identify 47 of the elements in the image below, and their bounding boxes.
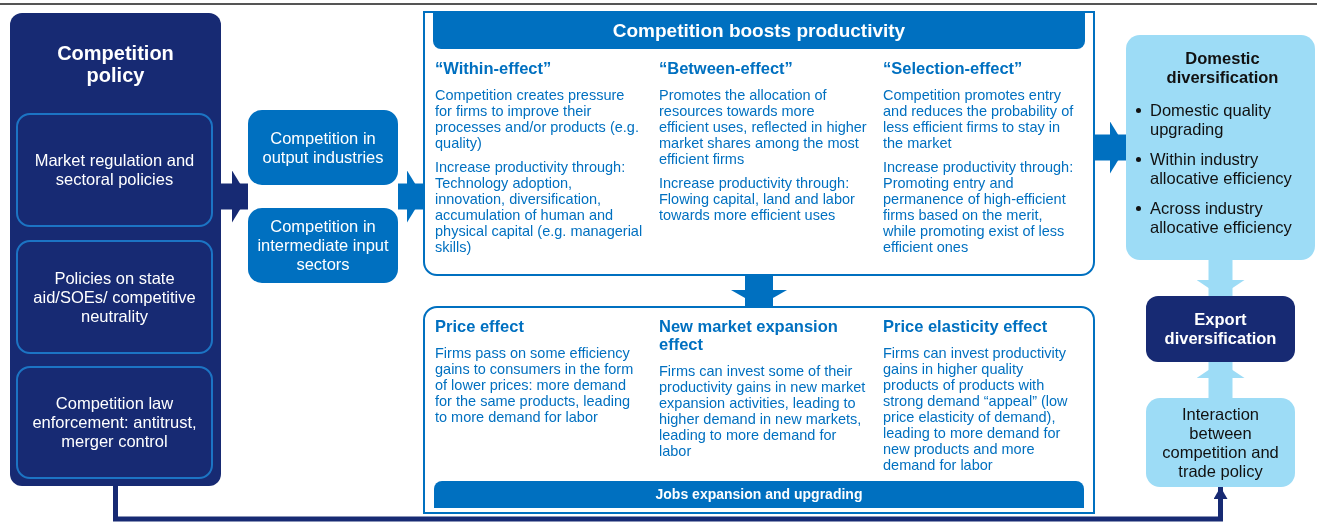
block-arrow (731, 276, 787, 306)
column-heading: “Within-effect” (435, 59, 553, 77)
box-heading: Domestic diversification (1165, 49, 1280, 87)
body-text: Increase productivity through: Technology adoption, innovation, diversification, accumulation of human and physical capital (e.g. managerial skills) (435, 159, 643, 255)
outcome-box (1126, 35, 1315, 260)
header-bar: Competition boosts productivity (433, 13, 1085, 49)
box-text: Market regulation and sectoral policies (33, 151, 196, 189)
policy-panel (10, 13, 221, 486)
body-text: Increase productivity through: Flowing capital, land and labor towards more efficient uses (659, 175, 856, 223)
process-box (1146, 398, 1295, 487)
policy-box (16, 240, 213, 354)
bullet-item: Domestic quality upgrading (1150, 101, 1273, 139)
policy-box (16, 366, 213, 479)
column-heading: New market expansion effect (659, 317, 839, 353)
body-text: Firms can invest productivity gains in higher quality products of products with strong demand “appeal” (low price elasticity of demand), leading to more demand for new products and more demand for labor (883, 345, 1069, 473)
panel-title: Competition policy (56, 42, 175, 86)
process-box (248, 208, 398, 283)
outcome-box (1146, 296, 1295, 362)
block-arrow (1095, 121, 1126, 174)
body-text: Increase productivity through: Promoting entry and permanence of high-efficient firms based on the merit, while promoting exist of less efficient ones (883, 159, 1075, 255)
effects-panel (423, 306, 1095, 514)
body-text: Firms can invest some of their productivity gains in new market expansion activities, leading to higher demand in new markets, leading to more demand for labor (659, 363, 867, 459)
box-text: Interaction between competition and trade policy (1161, 404, 1280, 481)
block-arrow (1196, 260, 1245, 296)
effects-panel (423, 11, 1095, 276)
box-text: Export diversification (1163, 310, 1278, 348)
block-arrow (1196, 362, 1245, 398)
bullet-item: Within industry allocative efficiency (1150, 150, 1293, 188)
body-text: Firms pass on some efficiency gains to consumers in the form of lower prices: more demand for the same products, leading to more demand for labor (435, 345, 635, 425)
box-text: Policies on state aid/SOEs/ competitive neutrality (32, 268, 197, 326)
column-heading: “Between-effect” (659, 59, 794, 77)
block-arrow (398, 170, 423, 223)
box-text: Competition in output industries (261, 128, 385, 167)
bullet-item: Across industry allocative efficiency (1150, 199, 1293, 237)
body-text: Competition promotes entry and reduces the probability of less efficient firms to stay in the market (883, 87, 1075, 151)
box-text: Competition law enforcement: antitrust, merger control (31, 394, 198, 451)
body-text: Competition creates pressure for firms to improve their processes and/or products (e.g. quality) (435, 87, 640, 151)
block-arrow (221, 170, 248, 223)
footer-bar: Jobs expansion and upgrading (434, 481, 1084, 508)
column-heading: Price elasticity effect (883, 317, 1049, 335)
column-heading: Price effect (435, 317, 525, 335)
arrow (113, 486, 1228, 522)
box-text: Competition in intermediate input sectors (256, 217, 390, 274)
process-box (248, 110, 398, 185)
column-heading: “Selection-effect” (883, 59, 1024, 77)
body-text: Promotes the allocation of resources towards more efficient uses, reflected in higher market shares among the most efficient firms (659, 87, 867, 167)
policy-box (16, 113, 213, 227)
